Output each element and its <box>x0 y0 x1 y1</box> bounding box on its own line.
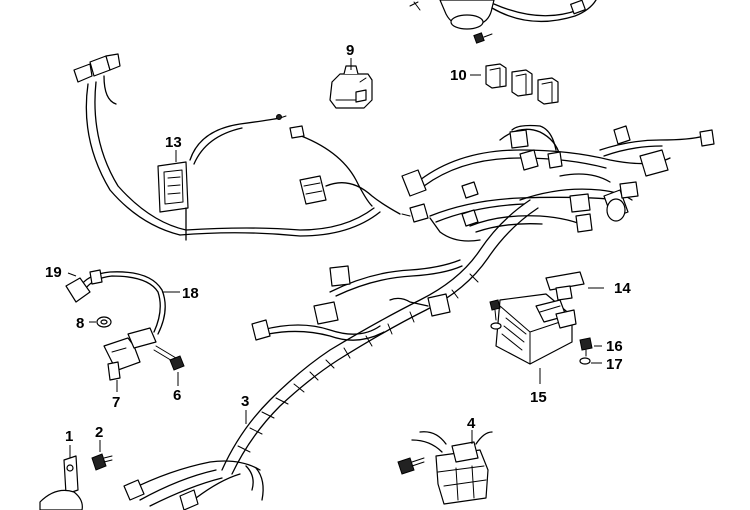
connector-part-4 <box>397 431 493 505</box>
callout-9: 9 <box>346 42 354 59</box>
control-module-part-15 <box>495 293 577 365</box>
top-relay-assembly <box>409 0 597 44</box>
callout-10: 10 <box>450 67 467 84</box>
callout-18: 18 <box>182 285 199 302</box>
sub-harness-part-13 <box>73 53 411 241</box>
callout-3: 3 <box>241 393 249 410</box>
lead-parts-18-19 <box>65 269 166 335</box>
leader-lines <box>67 58 604 458</box>
callout-19: 19 <box>45 264 62 281</box>
callout-2: 2 <box>95 424 103 441</box>
bolt-part-6 <box>153 345 185 371</box>
horn-part-1 <box>39 455 83 510</box>
callout-17: 17 <box>606 356 623 373</box>
washer-part-8 <box>96 316 112 328</box>
callout-14: 14 <box>614 280 631 297</box>
main-harness-part-3 <box>123 124 715 510</box>
sensor-part-7 <box>103 327 157 381</box>
callout-4: 4 <box>467 415 476 432</box>
callout-6: 6 <box>173 387 181 404</box>
callout-15: 15 <box>530 389 547 406</box>
bolts-washers-15 <box>489 299 593 365</box>
callout-7: 7 <box>112 394 120 411</box>
callout-8: 8 <box>76 315 84 332</box>
relays-part-10 <box>485 63 559 105</box>
bolt-part-2 <box>91 453 113 471</box>
callout-1: 1 <box>65 428 73 445</box>
callout-16: 16 <box>606 338 623 355</box>
bracket-part-14 <box>545 271 585 301</box>
callout-13: 13 <box>165 134 182 151</box>
callout-numbers: 9 10 13 19 18 8 7 6 3 1 2 4 14 16 17 15 <box>45 42 631 445</box>
relay-part-9 <box>329 65 373 109</box>
